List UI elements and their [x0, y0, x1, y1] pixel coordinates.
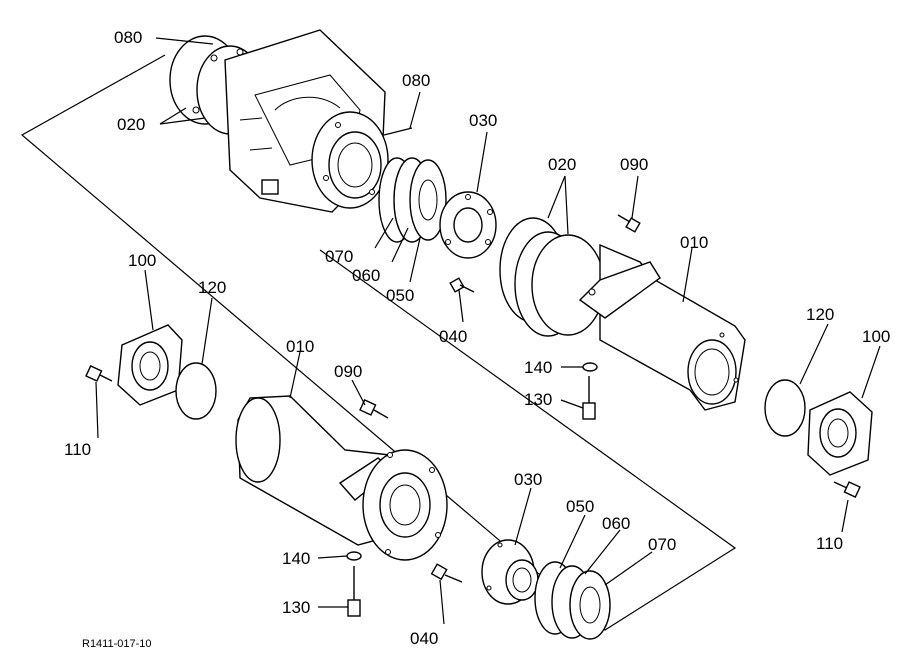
lower-bolt-130 [347, 566, 361, 617]
label-120-left: 120 [198, 278, 226, 297]
label-090-top: 090 [620, 155, 648, 174]
label-070-bottom: 070 [648, 535, 676, 554]
label-050-top: 050 [386, 286, 414, 305]
upper-bearing-flange [439, 191, 497, 259]
label-080-top-left: 080 [114, 28, 142, 47]
right-bearing-cover-100 [807, 391, 873, 476]
upper-bolt-090 [617, 214, 641, 233]
right-o-ring-120 [764, 379, 806, 437]
label-020-top-right: 020 [548, 155, 576, 174]
label-040-top: 040 [439, 327, 467, 346]
upper-bolt-040 [449, 277, 475, 293]
label-030-top: 030 [469, 111, 497, 130]
left-bearing-cover-100 [117, 324, 183, 406]
upper-washer-140 [582, 362, 598, 372]
center-gear-case [169, 29, 413, 213]
left-axle-housing [235, 395, 448, 561]
label-110-left: 110 [64, 440, 91, 459]
label-090-bottom: 090 [334, 362, 362, 381]
label-070-top: 070 [325, 247, 353, 266]
label-080-top-center: 080 [402, 71, 430, 90]
lower-bearing-flange [481, 539, 539, 605]
label-100-left: 100 [128, 251, 156, 270]
lower-clutch-disc-stack [534, 561, 611, 640]
right-bolt-110 [833, 481, 861, 498]
label-140-top: 140 [524, 358, 552, 377]
label-010-top: 010 [680, 233, 708, 252]
left-o-ring-120 [175, 362, 217, 420]
label-040-bottom: 040 [410, 629, 438, 648]
label-020-top-left: 020 [117, 115, 145, 134]
label-110-right: 110 [816, 534, 843, 553]
upper-clutch-disc-stack [378, 157, 447, 243]
label-100-right: 100 [862, 327, 890, 346]
label-030-bottom: 030 [514, 470, 542, 489]
lower-bolt-040 [430, 563, 463, 583]
label-010-bottom: 010 [286, 337, 314, 356]
left-bolt-110 [85, 365, 113, 382]
label-140-bottom: 140 [282, 549, 310, 568]
label-060-bottom: 060 [602, 514, 630, 533]
leader-lines [95, 37, 881, 625]
label-120-right: 120 [806, 305, 834, 324]
label-050-bottom: 050 [566, 497, 594, 516]
lower-washer-140 [346, 551, 362, 561]
label-130-bottom: 130 [282, 598, 310, 617]
figure-reference: R1411-017-10 [82, 638, 152, 650]
label-060-top: 060 [352, 266, 380, 285]
label-130-top: 130 [524, 390, 552, 409]
upper-bolt-130 [582, 376, 596, 420]
right-axle-housing [499, 217, 746, 411]
assembly-frame [20, 54, 737, 631]
